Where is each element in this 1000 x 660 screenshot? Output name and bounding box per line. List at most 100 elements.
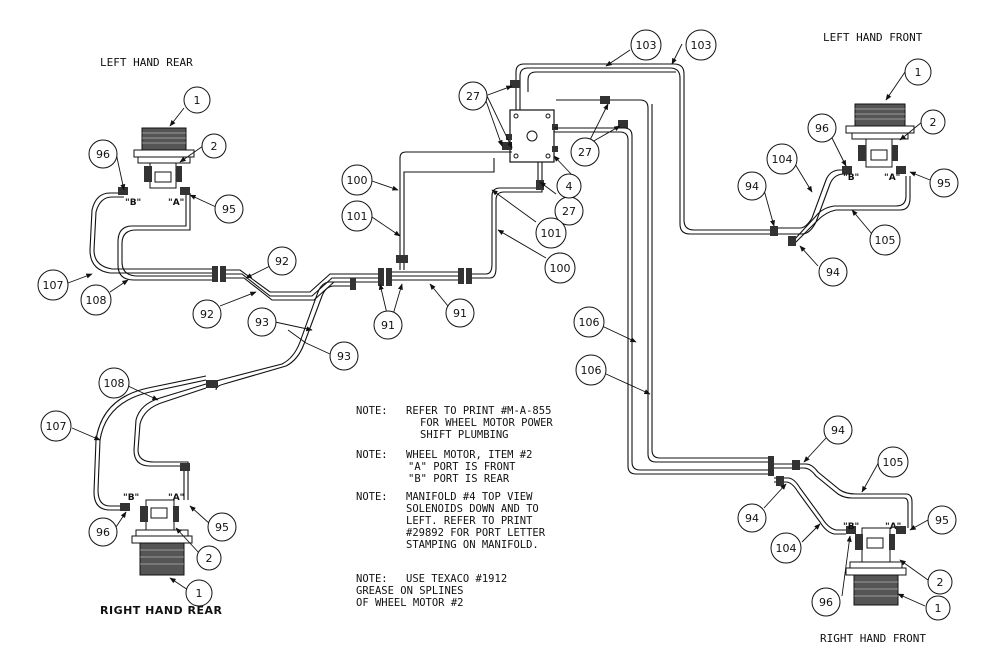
callout-94: 94 bbox=[737, 503, 767, 533]
callout-101: 101 bbox=[341, 200, 373, 232]
callout-1: 1 bbox=[185, 579, 213, 607]
callout-96: 96 bbox=[807, 113, 837, 143]
right-hand-front-label: RIGHT HAND FRONT bbox=[820, 632, 926, 645]
wheel-motor-right-front bbox=[845, 527, 907, 606]
callout-2: 2 bbox=[196, 545, 222, 571]
callout-93: 93 bbox=[247, 307, 277, 337]
callout-103: 103 bbox=[685, 29, 717, 61]
svg-text:94: 94 bbox=[745, 180, 759, 193]
note-3: NOTE: MANIFOLD #4 TOP VIEW SOLENOIDS DOW… bbox=[356, 491, 546, 551]
callout-2: 2 bbox=[201, 133, 227, 159]
callout-2: 2 bbox=[927, 569, 953, 595]
left-hand-front-label: LEFT HAND FRONT bbox=[823, 31, 923, 44]
svg-text:#29892 FOR PORT LETTER: #29892 FOR PORT LETTER bbox=[406, 527, 546, 539]
callout-95: 95 bbox=[214, 194, 244, 224]
svg-text:2: 2 bbox=[211, 140, 218, 153]
callout-1: 1 bbox=[925, 595, 951, 621]
wheel-motor-left-rear bbox=[133, 127, 195, 189]
svg-text:SOLENOIDS DOWN AND TO: SOLENOIDS DOWN AND TO bbox=[406, 503, 539, 515]
port-a-right-rear: "A" bbox=[168, 493, 184, 503]
svg-text:1: 1 bbox=[935, 602, 942, 615]
svg-text:96: 96 bbox=[819, 596, 833, 609]
svg-text:104: 104 bbox=[776, 542, 797, 555]
svg-text:96: 96 bbox=[815, 122, 829, 135]
note-4: NOTE: USE TEXACO #1912 GREASE ON SPLINES… bbox=[356, 573, 507, 609]
svg-text:STAMPING ON MANIFOLD.: STAMPING ON MANIFOLD. bbox=[406, 539, 539, 551]
svg-text:95: 95 bbox=[935, 514, 949, 527]
notes-block: NOTE: REFER TO PRINT #M-A-855 FOR WHEEL … bbox=[356, 405, 553, 609]
note-1: NOTE: REFER TO PRINT #M-A-855 FOR WHEEL … bbox=[356, 405, 553, 441]
svg-text:2: 2 bbox=[206, 552, 213, 565]
svg-text:"B" PORT IS REAR: "B" PORT IS REAR bbox=[408, 473, 510, 485]
svg-text:USE TEXACO #1912: USE TEXACO #1912 bbox=[406, 573, 507, 585]
svg-text:1: 1 bbox=[915, 66, 922, 79]
svg-text:103: 103 bbox=[691, 39, 712, 52]
callout-108: 108 bbox=[98, 367, 130, 399]
right-hand-rear-label: RIGHT HAND REAR bbox=[100, 604, 223, 617]
callout-95: 95 bbox=[207, 512, 237, 542]
callout-1: 1 bbox=[904, 58, 932, 86]
callout-27: 27 bbox=[570, 137, 600, 167]
callout-107: 107 bbox=[37, 269, 69, 301]
svg-text:101: 101 bbox=[541, 227, 562, 240]
svg-text:92: 92 bbox=[275, 255, 289, 268]
callout-104: 104 bbox=[766, 143, 798, 175]
wheel-motor-left-front bbox=[845, 103, 915, 168]
svg-text:95: 95 bbox=[937, 177, 951, 190]
svg-text:1: 1 bbox=[194, 94, 201, 107]
port-a-left-rear: "A" bbox=[168, 198, 184, 208]
callout-106: 106 bbox=[573, 306, 605, 338]
svg-text:FOR WHEEL MOTOR POWER: FOR WHEEL MOTOR POWER bbox=[420, 417, 553, 429]
port-b-left-rear: "B" bbox=[125, 198, 141, 208]
svg-text:93: 93 bbox=[337, 350, 351, 363]
svg-text:95: 95 bbox=[215, 521, 229, 534]
svg-text:103: 103 bbox=[636, 39, 657, 52]
svg-text:107: 107 bbox=[43, 279, 64, 292]
manifold bbox=[506, 109, 558, 163]
callout-101: 101 bbox=[535, 217, 567, 249]
svg-text:27: 27 bbox=[578, 146, 592, 159]
wheel-motor-right-rear bbox=[131, 499, 193, 576]
svg-text:94: 94 bbox=[745, 512, 759, 525]
svg-text:91: 91 bbox=[381, 319, 395, 332]
svg-text:101: 101 bbox=[347, 210, 368, 223]
port-b-right-front: "B" bbox=[843, 522, 859, 532]
port-a-left-front: "A" bbox=[884, 173, 900, 183]
callout-105: 105 bbox=[877, 446, 909, 478]
callout-92: 92 bbox=[192, 299, 222, 329]
callout-92: 92 bbox=[267, 246, 297, 276]
callout-leaders bbox=[67, 43, 931, 607]
callout-94: 94 bbox=[737, 171, 767, 201]
callout-91: 91 bbox=[445, 298, 475, 328]
svg-text:96: 96 bbox=[96, 148, 110, 161]
svg-text:"A" PORT IS FRONT: "A" PORT IS FRONT bbox=[408, 461, 516, 473]
svg-text:108: 108 bbox=[104, 377, 125, 390]
callout-94: 94 bbox=[823, 415, 853, 445]
callout-94: 94 bbox=[818, 257, 848, 287]
svg-text:100: 100 bbox=[347, 174, 368, 187]
svg-text:27: 27 bbox=[466, 90, 480, 103]
svg-text:WHEEL MOTOR, ITEM #2: WHEEL MOTOR, ITEM #2 bbox=[406, 449, 532, 461]
svg-text:LEFT. REFER TO PRINT: LEFT. REFER TO PRINT bbox=[406, 515, 533, 527]
svg-text:1: 1 bbox=[196, 587, 203, 600]
svg-text:27: 27 bbox=[562, 205, 576, 218]
callout-96: 96 bbox=[811, 587, 841, 617]
svg-text:96: 96 bbox=[96, 526, 110, 539]
callout-93: 93 bbox=[329, 341, 359, 371]
svg-text:105: 105 bbox=[883, 456, 904, 469]
svg-text:NOTE:: NOTE: bbox=[356, 491, 388, 503]
svg-text:94: 94 bbox=[826, 266, 840, 279]
svg-text:NOTE:: NOTE: bbox=[356, 573, 388, 585]
port-b-right-rear: "B" bbox=[123, 493, 139, 503]
callout-100: 100 bbox=[544, 252, 576, 284]
svg-text:REFER TO PRINT #M-A-855: REFER TO PRINT #M-A-855 bbox=[406, 405, 551, 417]
callout-100: 100 bbox=[341, 164, 373, 196]
svg-text:2: 2 bbox=[930, 116, 937, 129]
left-hand-rear-label: LEFT HAND REAR bbox=[100, 56, 193, 69]
callouts: 1 2 96 95 107 108 92 92 93 93 91 91 100 … bbox=[37, 29, 959, 621]
svg-text:91: 91 bbox=[453, 307, 467, 320]
svg-text:92: 92 bbox=[200, 308, 214, 321]
port-a-right-front: "A" bbox=[885, 522, 901, 532]
svg-text:SHIFT PLUMBING: SHIFT PLUMBING bbox=[420, 429, 509, 441]
svg-text:NOTE:: NOTE: bbox=[356, 405, 388, 417]
